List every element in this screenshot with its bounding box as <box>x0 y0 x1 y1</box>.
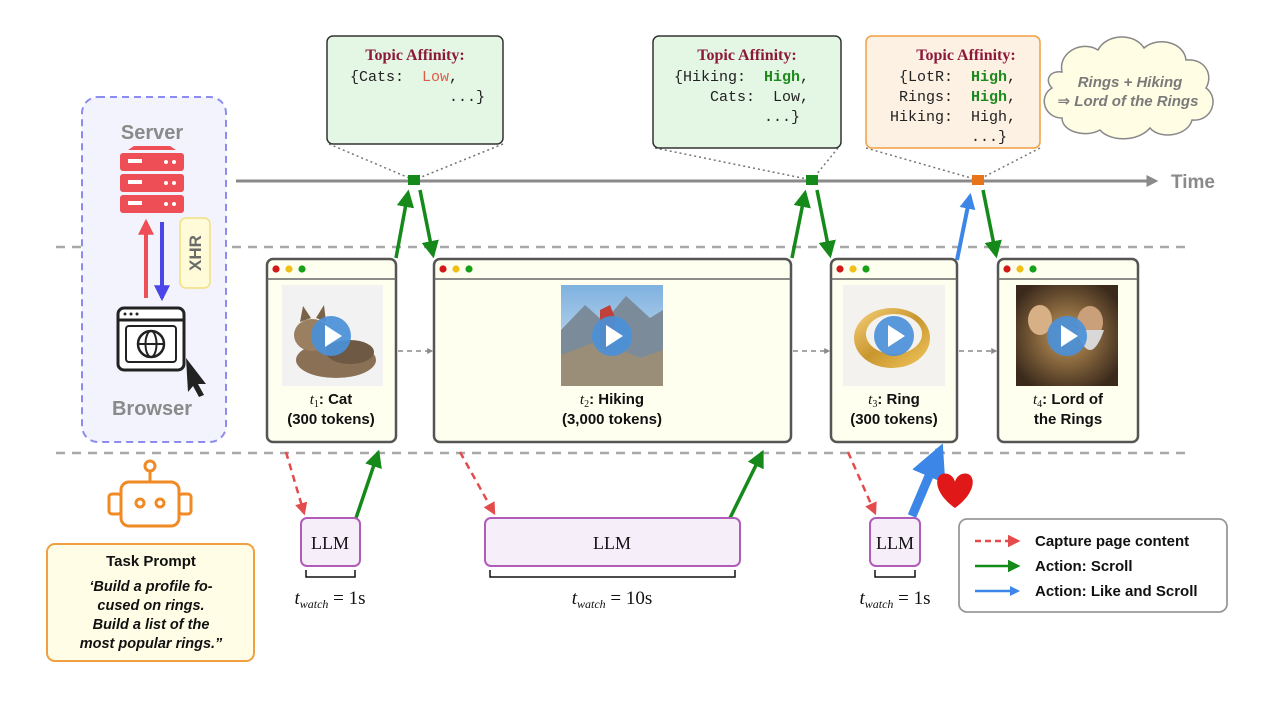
affinity-box-1: Topic Affinity: {Cats: Low, ...} <box>326 35 504 145</box>
task-prompt: Task Prompt ‘Build a profile fo- cused o… <box>46 543 255 662</box>
scroll-arrow-down-1 <box>418 189 439 259</box>
affinity-segment: ...} <box>350 89 485 106</box>
like-arrow-up <box>955 192 976 261</box>
affinity-segment: ...} <box>674 109 800 126</box>
cloud-icon: Rings + Hiking ⇒ Lord of the Rings <box>1043 36 1214 140</box>
heart-icon <box>937 473 973 508</box>
server-browser-panel: Server XHR Browser <box>81 96 227 443</box>
task-prompt-line-2: cused on rings. <box>97 598 204 614</box>
play-icon <box>592 316 632 356</box>
watch-time-1: twatch = 1s <box>294 588 365 611</box>
play-icon <box>311 316 351 356</box>
like-arrow-lower <box>907 443 946 518</box>
task-prompt-line-4: most popular rings.” <box>80 636 223 652</box>
robot-icon <box>107 459 193 528</box>
scroll-arrow-down-3 <box>981 189 1002 259</box>
task-prompt-line-3: Build a list of the <box>93 617 210 633</box>
llm-label: LLM <box>311 533 349 553</box>
legend-label-scroll: Action: Scroll <box>1035 558 1133 575</box>
timeline-label: Time <box>1171 172 1215 193</box>
browser-label: Browser <box>112 398 192 420</box>
browser-window-3: t3: Ring (300 tokens) <box>829 257 959 444</box>
llm-box-2: LLM twatch = 10s <box>484 517 741 611</box>
xhr-badge: XHR <box>179 217 211 289</box>
affinity-segment: {Cats: <box>350 69 422 86</box>
affinity-segment: , <box>800 69 809 86</box>
affinity-segment: , <box>1007 69 1016 86</box>
window-caption-4: t4: Lord of <box>1033 391 1104 410</box>
affinity-segment: Rings: <box>890 89 971 106</box>
browser-globe-icon <box>116 306 186 372</box>
lotr-image <box>1016 285 1118 386</box>
browser-window-4: t4: Lord of the Rings <box>996 257 1140 444</box>
xhr-label: XHR <box>186 235 205 271</box>
cloud-line-1: Rings + Hiking <box>1078 74 1183 91</box>
llm-label: LLM <box>876 533 914 553</box>
window-tokens-4: the Rings <box>1034 411 1102 428</box>
timeline-marker-3 <box>972 175 984 185</box>
affinity-segment: {LotR: <box>890 69 971 86</box>
llm-label: LLM <box>593 533 631 553</box>
llm-box-3: LLM twatch = 1s <box>859 517 931 611</box>
cloud-line-2: ⇒ Lord of the Rings <box>1058 93 1199 110</box>
watch-time-2: twatch = 10s <box>572 588 653 611</box>
affinity-box-3: Topic Affinity: {LotR: High, Rings: High… <box>865 35 1041 149</box>
watch-time-3: twatch = 1s <box>859 588 930 611</box>
window-tokens-2: (3,000 tokens) <box>562 411 662 428</box>
affinity-box-2: Topic Affinity: {Hiking: High, Cats: Low… <box>652 35 842 149</box>
task-prompt-line-1: ‘Build a profile fo- <box>89 579 212 595</box>
affinity-title: Topic Affinity: <box>697 47 796 64</box>
callout-lines <box>328 143 1041 181</box>
cursor-icon <box>186 358 206 397</box>
affinity-segment: Cats: Low, <box>674 89 809 106</box>
play-icon <box>1047 316 1087 356</box>
affinity-lines-1: {Cats: Low, ...} <box>350 69 485 106</box>
llm-box-1: LLM twatch = 1s <box>294 517 366 611</box>
timeline-arrows <box>394 189 1002 261</box>
affinity-segment: , <box>1007 89 1016 106</box>
task-prompt-title: Task Prompt <box>106 553 196 570</box>
browser-window-1: t1: Cat (300 tokens) <box>265 257 398 444</box>
window-tokens-1: (300 tokens) <box>287 411 375 428</box>
affinity-segment: Low <box>422 69 449 86</box>
affinity-segment: {Hiking: <box>674 69 764 86</box>
legend-label-capture: Capture page content <box>1035 533 1189 550</box>
cat-image <box>282 285 383 386</box>
server-label: Server <box>121 122 183 144</box>
lower-scroll-arrows <box>354 449 764 519</box>
window-caption-3: t3: Ring <box>868 391 920 410</box>
affinity-lines-2: {Hiking: High, Cats: Low, ...} <box>674 69 809 126</box>
affinity-segment: High <box>971 69 1007 86</box>
affinity-segment: High <box>764 69 800 86</box>
affinity-segment: High <box>971 89 1007 106</box>
affinity-title: Topic Affinity: <box>916 47 1015 64</box>
timeline-marker-2 <box>806 175 818 185</box>
play-icon <box>874 316 914 356</box>
timeline-marker-1 <box>408 175 420 185</box>
legend: Capture page content Action: Scroll Acti… <box>958 518 1228 613</box>
affinity-segment: , <box>449 69 458 86</box>
server-icon <box>120 146 184 213</box>
window-caption-1: t1: Cat <box>310 391 353 410</box>
browser-window-2: t2: Hiking (3,000 tokens) <box>432 257 793 444</box>
window-tokens-3: (300 tokens) <box>850 411 938 428</box>
scroll-arrow-up-2 <box>790 189 811 259</box>
scroll-arrow-up-1 <box>394 189 415 259</box>
capture-arrows <box>284 451 877 516</box>
affinity-title: Topic Affinity: <box>365 47 464 64</box>
affinity-segment: Hiking: High, <box>890 109 1016 126</box>
affinity-segment: ...} <box>890 129 1007 146</box>
window-caption-2: t2: Hiking <box>580 391 644 410</box>
affinity-lines-3: {LotR: High, Rings: High, Hiking: High, .… <box>890 69 1016 146</box>
scroll-arrow-down-2 <box>815 189 836 259</box>
legend-label-like: Action: Like and Scroll <box>1035 583 1198 600</box>
